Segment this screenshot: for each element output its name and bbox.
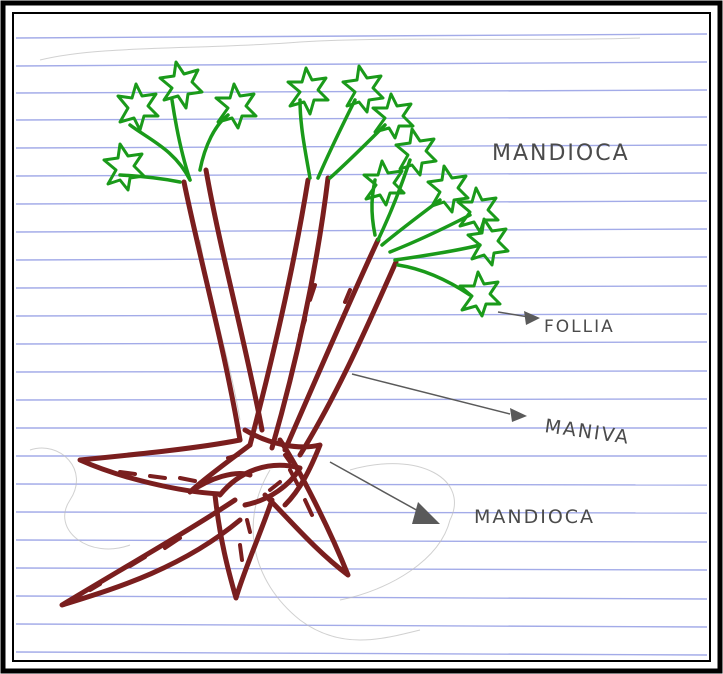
leaf-3 (216, 84, 256, 128)
leaf-6 (343, 66, 383, 112)
stem-arrow-line (352, 374, 510, 414)
leaf-8 (396, 129, 436, 175)
stems (184, 170, 396, 455)
ruled-lines (16, 34, 707, 655)
root-label: MANDIOCA (474, 506, 595, 528)
leaf-label: FOLLIA (544, 317, 615, 337)
stem-arrowhead-icon (510, 408, 527, 422)
leaf-branches (120, 100, 480, 295)
leaf-1 (118, 84, 158, 130)
leaf-arrowhead-icon (524, 311, 540, 325)
root-arrow-line (330, 462, 420, 512)
title-label: MANDIOCA (492, 141, 630, 166)
stem-label: MANIVA (543, 415, 631, 449)
leaf-7 (373, 94, 413, 138)
leaf-4 (104, 144, 144, 190)
leaf-2 (160, 62, 202, 108)
leaf-9 (364, 161, 404, 205)
